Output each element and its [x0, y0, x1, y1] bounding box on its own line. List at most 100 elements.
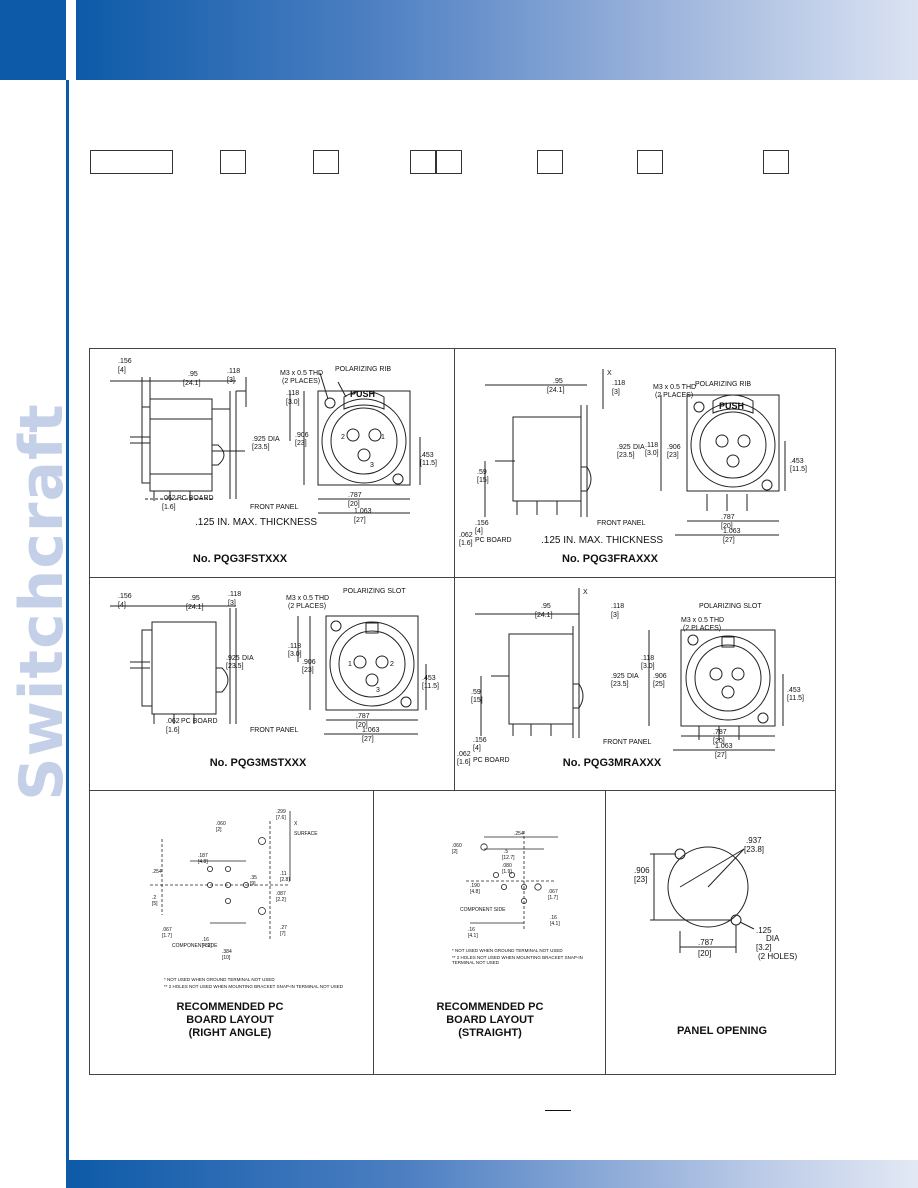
pcb-ra-dim-m: [9] [250, 881, 256, 887]
dim-fst-925: .925 [252, 436, 266, 443]
dim-fra-062: .062 [459, 532, 473, 539]
pcb-ra-surface: SURFACE [294, 831, 318, 837]
pcb-ra-dim-b: [2] [216, 827, 222, 833]
pcb-ra-dim-a: .060 [216, 821, 226, 827]
dim-fra-235: [23.5] [617, 452, 635, 459]
pcb-st-note-1: * NOT USED WHEN GROUND TERMINAL NOT USED [452, 948, 563, 953]
pcb-st-dim-g: [1.9] [502, 869, 512, 875]
divider-horizontal-2 [89, 790, 836, 791]
dim-fra-30: [3.0] [645, 450, 659, 457]
panel-dim-937: .937 [746, 836, 762, 845]
part-number-box-6 [537, 150, 563, 174]
divider-vertical-top [454, 348, 455, 790]
pcb-st-dim-f: .080 [502, 863, 512, 869]
dim-fra-thd: M3 x 0.5 THD [653, 384, 696, 391]
dim-mst-20: [20] [356, 722, 368, 729]
panel-dim-20: [20] [698, 949, 711, 958]
dim-fst-241: [24.1] [183, 380, 201, 387]
drawing-pcb-straight: .060 [2] .254 .5 [12.7] .080 [1.9] .190 … [374, 791, 605, 981]
corner-block [0, 0, 66, 80]
caption-panel-opening: PANEL OPENING [676, 1025, 768, 1037]
pcb-st-dim-i: [4.8] [470, 889, 480, 895]
dim-fst-235: [23.5] [252, 444, 270, 451]
dim-fra-906: .906 [667, 444, 681, 451]
dim-fra-4: [4] [475, 528, 483, 535]
drawing-pcb-right-angle: .060 [2] .299 [7.6] .254 .2 [5] .187 [4.… [90, 791, 373, 981]
pin-mst-3: 3 [376, 687, 380, 694]
dim-fra-23: [23] [667, 452, 679, 459]
dim-fst-156: .156 [118, 358, 132, 365]
footer-band [66, 1160, 918, 1188]
dim-fra-115: [11.5] [790, 466, 807, 473]
dim-fra-15: [15] [477, 477, 489, 484]
panel-dim-238: [23.8] [744, 845, 764, 854]
dim-mra-thd: M3 x 0.5 THD [681, 617, 724, 624]
dim-mra-156: .156 [473, 737, 487, 744]
dim-mra-slot: POLARIZING SLOT [699, 603, 762, 610]
dim-mst-front: FRONT PANEL [250, 727, 298, 734]
caption-pqg3fstxxx: No. PQG3FSTXXX [192, 553, 288, 565]
dim-fst-30: [3.0] [286, 399, 300, 406]
dim-fst-16: [1.6] [162, 504, 176, 511]
pcb-st-component: COMPONENT SIDE [460, 907, 506, 913]
part-number-box-8 [763, 150, 789, 174]
pcb-ra-dim-t: .16 [202, 937, 209, 943]
header-band [76, 0, 918, 80]
dim-fst-thd: M3 x 0.5 THD [280, 370, 323, 377]
dim-mra-235: [23.5] [611, 681, 629, 688]
dim-fst-rib: POLARIZING RIB [335, 366, 391, 373]
drawing-mst-svg: .156 [4] .95 [24.1] .118 [3] M3 x 0.5 TH… [110, 588, 439, 743]
pcb-st-svg: .060 [2] .254 .5 [12.7] .080 [1.9] .190 … [452, 831, 560, 939]
dim-mst-906: .906 [302, 659, 316, 666]
dim-mra-15: [15] [471, 697, 483, 704]
pcb-ra-dim-k: [2.2] [276, 897, 286, 903]
dim-fra-thd2: (2 PLACES) [655, 392, 693, 399]
pcb-ra-dim-s: [10] [222, 955, 231, 961]
dim-mst-27: [27] [362, 736, 374, 743]
dim-mst-453: .453 [422, 675, 436, 682]
divider-horizontal-1 [89, 577, 836, 578]
dim-mst-118b: .118 [288, 643, 301, 650]
dim-mst-118: .118 [228, 591, 241, 598]
part-number-box-4 [410, 150, 436, 174]
part-number-box-1 [90, 150, 173, 174]
dim-mra-241: [24.1] [535, 612, 553, 619]
dim-mst-thd: M3 x 0.5 THD [286, 595, 329, 602]
panel-dim-holes: (2 HOLES) [758, 952, 797, 961]
dim-fra-pcb: PC BOARD [475, 537, 512, 544]
dim-mst-115: [11.5] [422, 683, 439, 690]
drawing-mra-svg: X .95 [24.1] .118 [3] M3 x 0.5 THD (2 PL… [457, 588, 804, 766]
part-number-box-7 [637, 150, 663, 174]
pcb-ra-note-1: * NOT USED WHEN GROUND TERMINAL NOT USED [164, 977, 275, 982]
pcb-ra-dim-c: .299 [276, 809, 286, 815]
dim-fra-x: X [607, 370, 612, 377]
pcb-ra-dim-q: [7] [280, 931, 286, 937]
part-number-box-3 [313, 150, 339, 174]
brand-logo: Switchcraft [7, 403, 77, 801]
dim-fra-925: .925 [617, 444, 631, 451]
dim-fst-20: [20] [348, 501, 360, 508]
dim-mst-062: .062 [166, 718, 180, 725]
thickness-note-fra: .125 IN. MAX. THICKNESS [541, 535, 663, 546]
pin-fst-2: 2 [341, 434, 345, 441]
pcb-st-dim-c: .254 [514, 831, 524, 837]
panel-dim-32: [3.2] [756, 943, 772, 952]
dim-fra-241: [24.1] [547, 387, 565, 394]
caption-pqg3fraxxx: No. PQG3FRAXXX [562, 553, 658, 565]
dim-mst-30: [3.0] [288, 651, 302, 658]
drawing-fst-svg: .156 [4] .95 [24.1] .118 [3] M3 x 0.5 TH… [110, 358, 437, 528]
dim-mra-1063: 1.063 [715, 743, 733, 750]
pcb-st-dim-e: [12.7] [502, 855, 515, 861]
drawing-pqg3fstxxx: .156 [4] .95 [24.1] .118 [3] M3 x 0.5 TH… [90, 349, 454, 577]
dim-mst-787: .787 [356, 713, 370, 720]
pcb-ra-dim-i: [4.8] [198, 859, 208, 865]
drawing-fra-svg: X .95 [24.1] .118 [3] M3 x 0.5 THD (2 PL… [459, 369, 807, 547]
dim-mra-453: .453 [787, 687, 801, 694]
dim-mra-787: .787 [713, 729, 727, 736]
pcb-st-dim-a: .060 [452, 843, 462, 849]
dim-fst-front: FRONT PANEL [250, 504, 298, 511]
pin-fst-1: 1 [381, 434, 385, 441]
divider-vertical-bottom-1 [373, 790, 374, 1075]
pcb-ra-dim-p: .27 [280, 925, 287, 931]
dim-fst-3: [3] [227, 377, 235, 384]
